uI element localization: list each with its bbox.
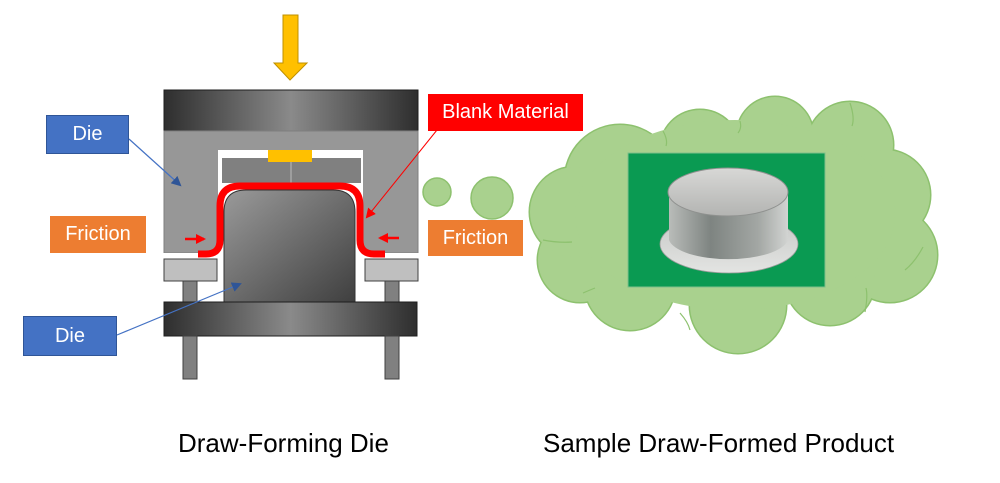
- caption-draw-forming-die: Draw-Forming Die: [178, 428, 389, 458]
- bubble-small: [422, 177, 452, 207]
- caption-sample-product: Sample Draw-Formed Product: [543, 428, 895, 458]
- blank-leader: [365, 129, 438, 219]
- post-left-upper: [182, 280, 198, 303]
- bubble-medium: [470, 176, 514, 220]
- die-bottom-leader: [116, 282, 242, 336]
- die-label-upper: Die: [46, 115, 129, 154]
- lower-die-plate: [163, 301, 418, 337]
- friction-label-right: Friction: [428, 220, 523, 256]
- blank-material-shape: [198, 182, 385, 258]
- blank-material-label: Blank Material: [428, 94, 583, 131]
- die-top-leader: [128, 138, 182, 187]
- post-right-lower: [384, 335, 400, 380]
- product-cup-top: [667, 167, 789, 217]
- blank-holder-left: [163, 258, 218, 282]
- blank-holder-right: [364, 258, 419, 282]
- die-label-lower: Die: [23, 316, 117, 356]
- down-arrow-icon: [272, 14, 309, 81]
- post-left-lower: [182, 335, 198, 380]
- post-right-upper: [384, 280, 400, 303]
- friction-label-left: Friction: [50, 216, 146, 253]
- upper-die-plate: [163, 89, 419, 132]
- yellow-insert: [268, 150, 312, 162]
- punch: [223, 189, 356, 303]
- product-photo: [627, 152, 826, 288]
